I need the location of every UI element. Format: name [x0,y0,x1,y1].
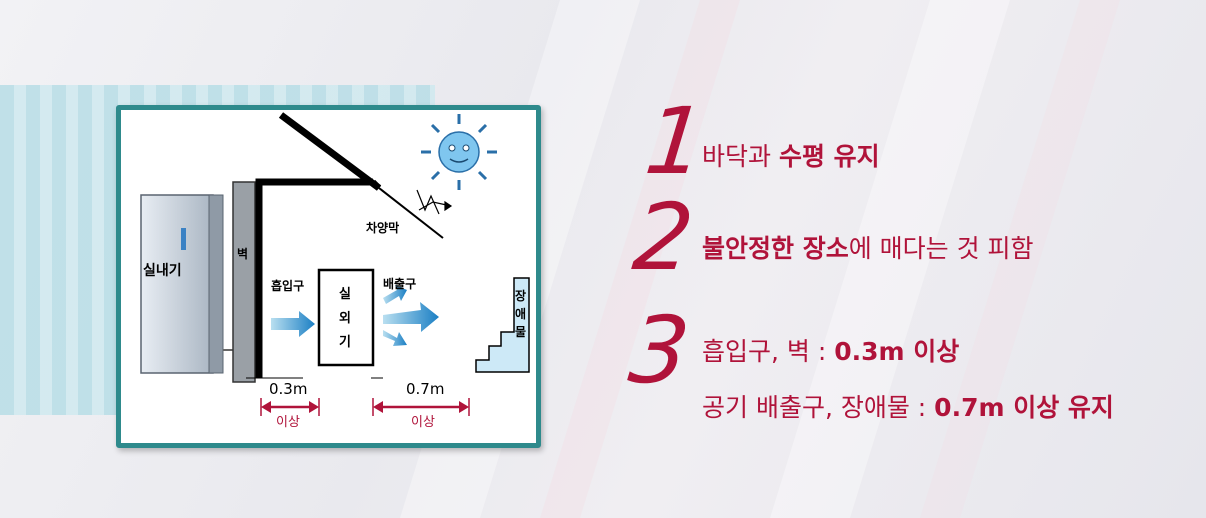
intake-label: 흡입구 [271,278,304,293]
right-distance-value: 0.7m [406,380,444,398]
indoor-unit-label: 실내기 [143,263,182,279]
item-number: 1 [640,88,711,195]
wall-label: 벽 [237,246,248,261]
right-distance-note: 이상 [411,415,435,430]
item-text-line-2: 공기 배출구, 장애물 : 0.7m 이상 유지 [702,393,1114,422]
intake-arrow [271,311,315,337]
obstacle-label-3: 물 [515,325,526,339]
outdoor-unit-label-1: 실 [339,286,351,302]
outdoor-unit [317,268,375,367]
wall [232,181,256,383]
item-number: 2 [628,184,699,291]
item-number: 3 [624,297,695,404]
dimension-left [260,398,320,416]
sunlight-arrows [416,189,453,215]
obstacle [475,277,530,373]
obstacle-label-2: 애 [515,306,526,321]
item-text-line-1: 흡입구, 벽 : 0.3m 이상 [702,337,960,366]
exhaust-arrows [383,285,439,346]
item-text: 불안정한 장소에 매다는 것 피함 [702,234,1034,263]
left-distance-value: 0.3m [269,380,307,398]
outdoor-unit-label-2: 외 [339,310,351,326]
installation-diagram: 실내기 벽 차양막 흡입구 실 외 기 배출구 장 애 물 0.3m 이상 0.… [116,105,541,448]
diagram-illustration: 실내기 벽 차양막 흡입구 실 외 기 배출구 장 애 물 0.3m 이상 0.… [140,112,530,430]
sun-icon [421,114,497,190]
left-distance-note: 이상 [276,415,300,430]
outdoor-unit-label-3: 기 [339,335,351,350]
exhaust-label: 배출구 [383,276,416,291]
obstacle-label-1: 장 [515,289,526,303]
indoor-unit [140,194,235,374]
dimension-right [372,398,470,416]
awning [378,187,444,239]
awning-label: 차양막 [366,220,399,235]
item-text: 바닥과 수평 유지 [702,142,880,171]
